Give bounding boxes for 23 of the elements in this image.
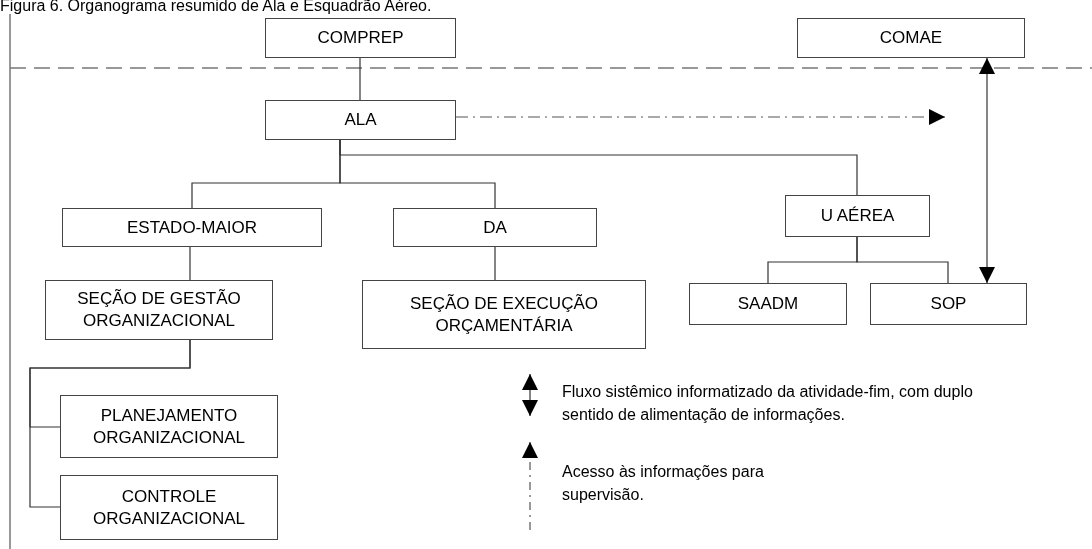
figure-title: Figura 6. Organograma resumido de Ala e Esquadrão Aéreo.	[0, 0, 432, 15]
legend-text: Acesso às informações para supervisão.	[562, 462, 765, 505]
org-box: COMPREP	[265, 18, 456, 58]
arrow	[979, 57, 995, 284]
org-box: ESTADO-MAIOR	[62, 208, 322, 247]
connector-line	[339, 139, 858, 196]
org-box: SAADM	[689, 283, 847, 325]
arrow	[455, 109, 946, 125]
org-box: SOP	[870, 283, 1027, 325]
connector-line	[494, 246, 496, 281]
org-box: SEÇÃO DE GESTÃO ORGANIZACIONAL	[45, 280, 273, 340]
connector-line	[29, 339, 191, 508]
org-box: SEÇÃO DE EXECUÇÃO ORÇAMENTÁRIA	[362, 280, 646, 349]
org-box: PLANEJAMENTO ORGANIZACIONAL	[60, 395, 278, 458]
org-box: DA	[393, 208, 597, 247]
org-box: ALA	[265, 100, 456, 140]
org-box: CONTROLE ORGANIZACIONAL	[60, 475, 278, 540]
org-box: COMAE	[797, 18, 1025, 58]
legend-text: Fluxo sistêmico informatizado da atividade-fim, com duplo sentido de alimentação de informações.	[562, 382, 974, 425]
connector-line	[189, 246, 191, 281]
org-box: U AÉREA	[785, 195, 930, 237]
connector-line	[359, 57, 361, 101]
connector-line	[856, 236, 949, 284]
